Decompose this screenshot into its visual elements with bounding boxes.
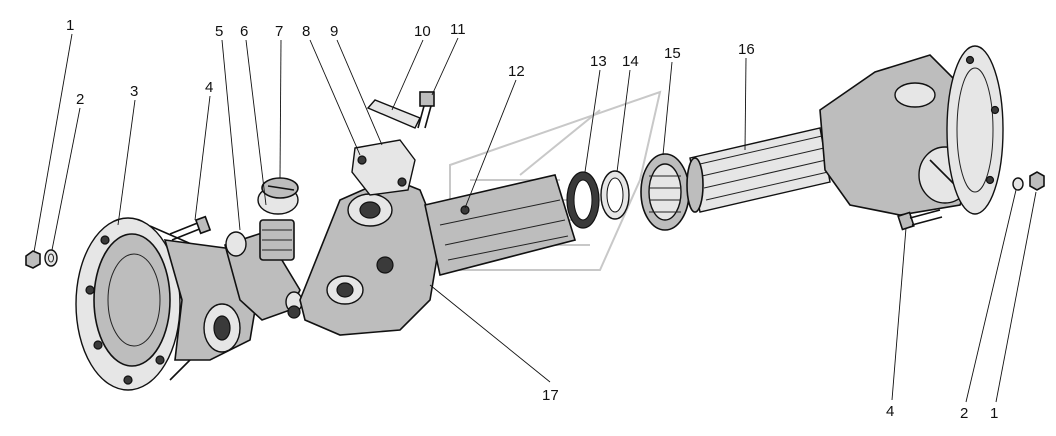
callout-12: 12 <box>508 63 525 80</box>
callout-6: 6 <box>240 23 248 40</box>
shaft-tube <box>424 174 577 276</box>
yoke <box>299 177 441 336</box>
seal-ring <box>566 171 600 229</box>
cover-flange-left <box>75 217 221 391</box>
callout-14: 14 <box>622 53 639 70</box>
bolt-right <box>897 209 943 231</box>
callout-8: 8 <box>302 23 310 40</box>
splined-sleeve <box>640 153 690 231</box>
callout-5: 5 <box>215 23 223 40</box>
washer-left <box>44 249 58 267</box>
splined-shaft <box>686 127 831 213</box>
thrust-washer <box>600 170 630 220</box>
callout-4-left: 4 <box>205 79 213 96</box>
cover-flange-right <box>946 45 1004 215</box>
callout-13: 13 <box>590 53 607 70</box>
nut-right <box>1029 171 1045 191</box>
callout-1-left: 1 <box>66 17 74 34</box>
callout-2-left: 2 <box>76 91 84 108</box>
callout-11: 11 <box>450 21 466 38</box>
washer-right <box>1012 177 1024 191</box>
bearing-cap-plate <box>351 99 421 196</box>
callout-9: 9 <box>330 23 338 40</box>
cap-bolt <box>417 91 435 129</box>
callout-labels: 1 2 3 4 5 6 7 8 9 10 11 12 13 14 15 16 1… <box>66 17 998 422</box>
universal-joint-cross <box>224 231 303 321</box>
leader-lines <box>33 33 1037 403</box>
callout-1-right: 1 <box>990 405 998 422</box>
callout-2-right: 2 <box>960 405 968 422</box>
callout-7: 7 <box>275 23 283 40</box>
callout-16: 16 <box>738 41 755 58</box>
fitting-stack <box>257 177 299 261</box>
callout-10: 10 <box>414 23 431 40</box>
nut-left <box>25 250 41 269</box>
callout-15: 15 <box>664 45 681 62</box>
callout-17: 17 <box>542 387 559 404</box>
bolt-left <box>169 215 212 241</box>
callout-3: 3 <box>130 83 138 100</box>
callout-4-right: 4 <box>886 403 894 420</box>
